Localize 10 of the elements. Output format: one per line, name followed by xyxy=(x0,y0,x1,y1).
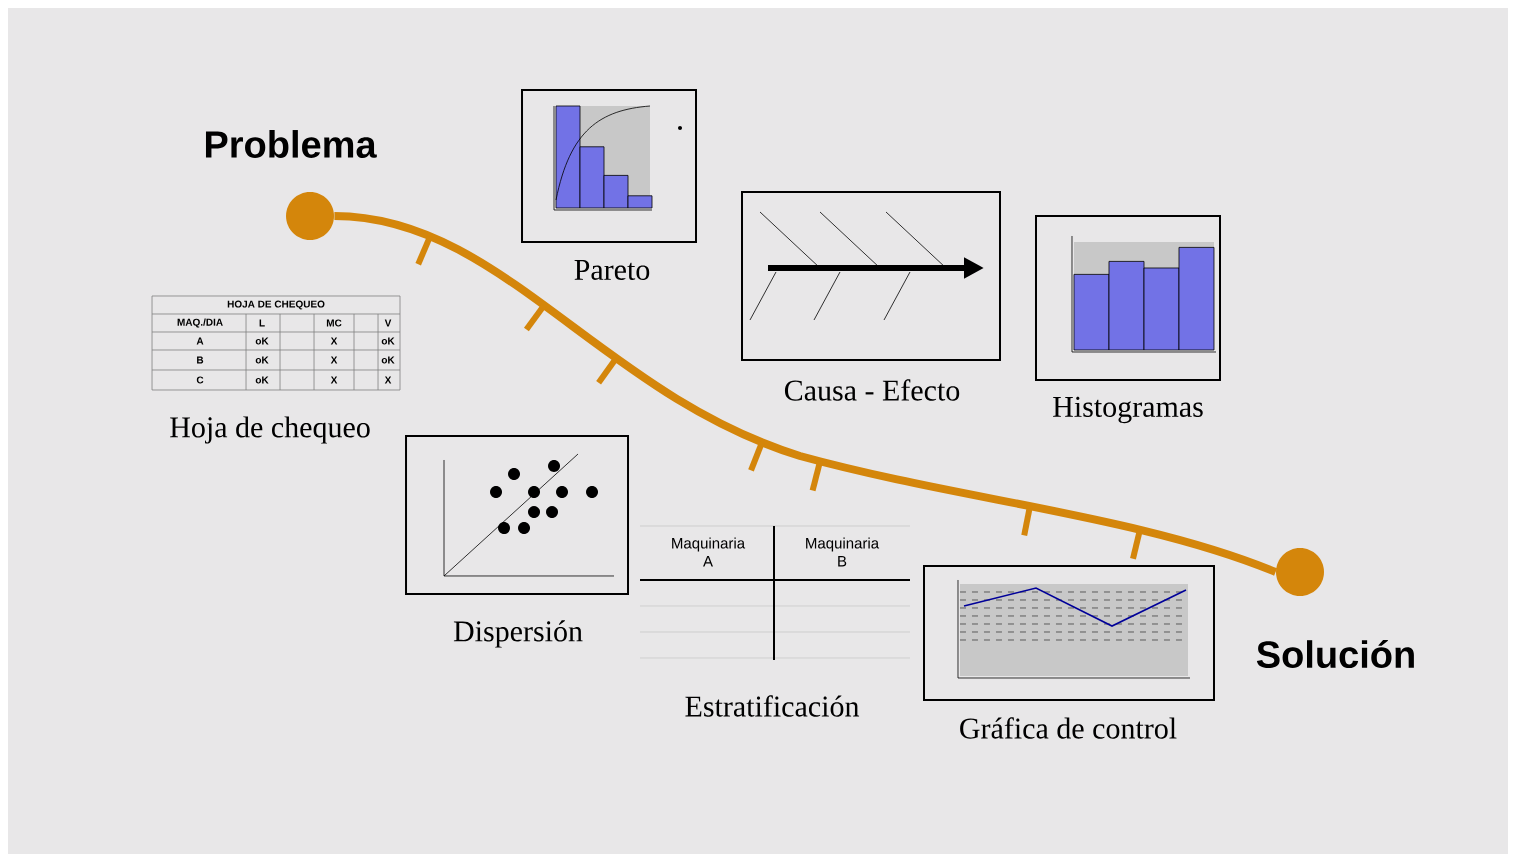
caption-text: Causa - Efecto xyxy=(784,379,960,401)
path-curve xyxy=(334,212,1277,576)
caption-text: Estratificación xyxy=(685,695,860,717)
caption-text: Pareto xyxy=(574,260,650,280)
caption-text: Histogramas xyxy=(1053,396,1203,424)
endpoint-label: Solución xyxy=(1256,639,1414,669)
caption-text: Hoja de chequeo xyxy=(170,416,370,444)
caption-text: Dispersión xyxy=(453,620,583,648)
caption-text: Gráfica de control xyxy=(960,717,1177,739)
endpoint-label: Problema xyxy=(206,130,377,158)
